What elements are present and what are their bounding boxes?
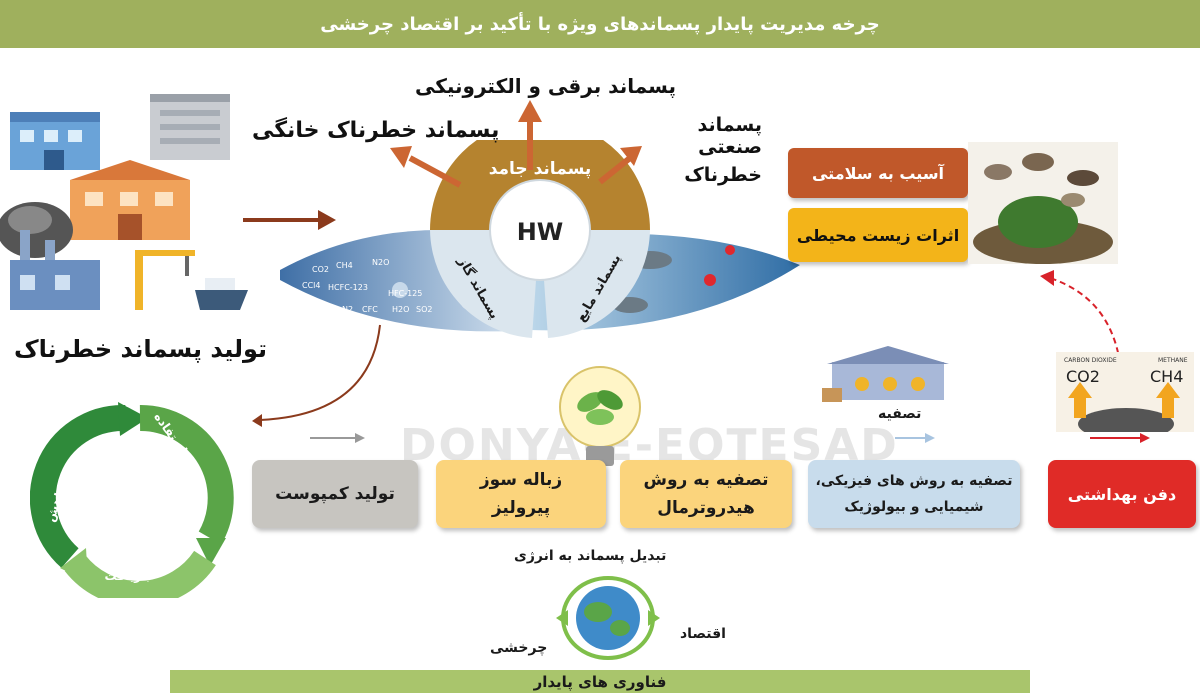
arrow-to-landfill — [1090, 433, 1150, 443]
pyrolysis-line2: پیرولیز — [491, 498, 551, 518]
hub-center-label: HW — [517, 218, 564, 246]
physchem-line1: تصفیه به روش های فیزیکی، — [815, 473, 1013, 489]
arrow-household — [390, 146, 462, 188]
recycle-label: بازیافت — [105, 569, 151, 583]
environment-impact-box: اثرات زیست محیطی — [788, 208, 968, 262]
output-arrows — [390, 100, 642, 188]
three-r-cycle: کاهش بازاستفاده بازیافت — [30, 402, 234, 598]
industrial-waste-label: پسماند صنعتی خطرناک — [652, 114, 762, 186]
scrap-pile-icon — [0, 202, 73, 258]
co2-label: CO2 — [1066, 367, 1100, 386]
physchem-treatment-box: تصفیه به روش های فیزیکی، شیمیایی و بیولو… — [808, 460, 1020, 528]
hydrothermal-line2: هیدروترمال — [657, 498, 755, 518]
page-title-bar: چرخه مدیریت پایدار پسماندهای ویژه با تأک… — [0, 0, 1200, 48]
port-crane-icon — [135, 250, 195, 310]
gas-formula: N2O — [372, 258, 389, 267]
waste-hub-diagram: CO2 CH4 N2O CCl4 HCFC-123 HFC-125 N2 CFC… — [280, 140, 800, 338]
gas-formula: HCFC-123 — [328, 283, 368, 292]
landfill-box: دفن بهداشتی — [1048, 460, 1196, 528]
landfill-label: دفن بهداشتی — [1067, 484, 1177, 504]
treatment-facility-icon — [822, 346, 949, 402]
flow-arrows — [310, 433, 1150, 443]
hub-donut — [430, 140, 650, 338]
reduce-arc — [30, 402, 148, 568]
gas-formula: CCl4 — [302, 281, 320, 290]
treatment-label: تصفیه — [878, 406, 922, 422]
light-bulb-icon — [559, 366, 641, 466]
waste-to-energy-label: تبدیل پسماند به انرژی — [514, 548, 667, 564]
ch4-label: CH4 — [1150, 367, 1183, 386]
gas-formula: CO2 — [312, 265, 329, 274]
emission-arrow — [1040, 270, 1121, 364]
gas-formula: CH4 — [336, 261, 353, 270]
hydrothermal-box: تصفیه به روش هیدروترمال — [620, 460, 792, 528]
ch4-caption: METHANE — [1158, 357, 1188, 364]
gas-formula: SO2 — [416, 305, 432, 314]
gas-formula: H2O — [392, 305, 409, 314]
pyrolysis-line1: زباله سوز — [479, 470, 563, 490]
co2-caption: CARBON DIOXIDE — [1064, 357, 1117, 364]
circular-label: چرخشی — [490, 640, 548, 656]
footer-title: فناوری های پایدار — [533, 672, 667, 691]
health-impact-label: آسیب به سلامتی — [811, 163, 945, 183]
footer-bar: فناوری های پایدار — [170, 670, 1030, 693]
solid-waste-label: پسماند جامد — [489, 159, 592, 179]
reuse-arc — [139, 404, 234, 566]
circular-globe-icon — [556, 576, 660, 660]
gas-formula: HFC-125 — [388, 289, 422, 298]
clinic-building-icon — [10, 112, 100, 170]
arrow-to-compost — [310, 433, 365, 443]
economy-label: اقتصاد — [680, 626, 726, 642]
physchem-line2: شیمیایی و بیولوژیک — [844, 499, 984, 515]
warehouse-building-icon — [150, 94, 230, 160]
electronic-waste-label: پسماند برقی و الکترونیکی — [415, 74, 677, 98]
recycle-arc — [60, 548, 216, 598]
nature-illustration — [968, 142, 1118, 264]
household-waste-label: پسماند خطرناک خانگی — [252, 118, 500, 143]
health-impact-box: آسیب به سلامتی — [788, 148, 968, 198]
landfill-gas-illustration: CARBON DIOXIDE METHANE CO2 CH4 — [1056, 352, 1194, 432]
production-arrow — [243, 210, 336, 230]
return-arrow — [252, 324, 381, 427]
arrow-industrial — [598, 146, 642, 185]
pyrolysis-box: زباله سوز پیرولیز — [436, 460, 606, 528]
factory-icon — [10, 230, 100, 310]
gas-formula: CFC — [362, 305, 378, 314]
arrow-electronic — [518, 100, 542, 170]
market-building-icon — [70, 160, 190, 240]
production-label: تولید پسماند خطرناک — [14, 335, 268, 363]
compost-label: تولید کمپوست — [275, 484, 395, 504]
industrial-waste-line2: خطرناک — [684, 164, 762, 186]
environment-impact-label: اثرات زیست محیطی — [796, 225, 960, 245]
compost-box: تولید کمپوست — [252, 460, 418, 528]
hydrothermal-line1: تصفیه به روش — [643, 470, 769, 490]
industrial-waste-line1: پسماند صنعتی — [697, 114, 762, 158]
gas-formula: N2 — [342, 305, 353, 314]
arrow-to-treatment — [895, 433, 935, 443]
ship-icon — [195, 278, 248, 310]
buildings-illustration — [0, 94, 248, 310]
page-title: چرخه مدیریت پایدار پسماندهای ویژه با تأک… — [320, 13, 880, 35]
